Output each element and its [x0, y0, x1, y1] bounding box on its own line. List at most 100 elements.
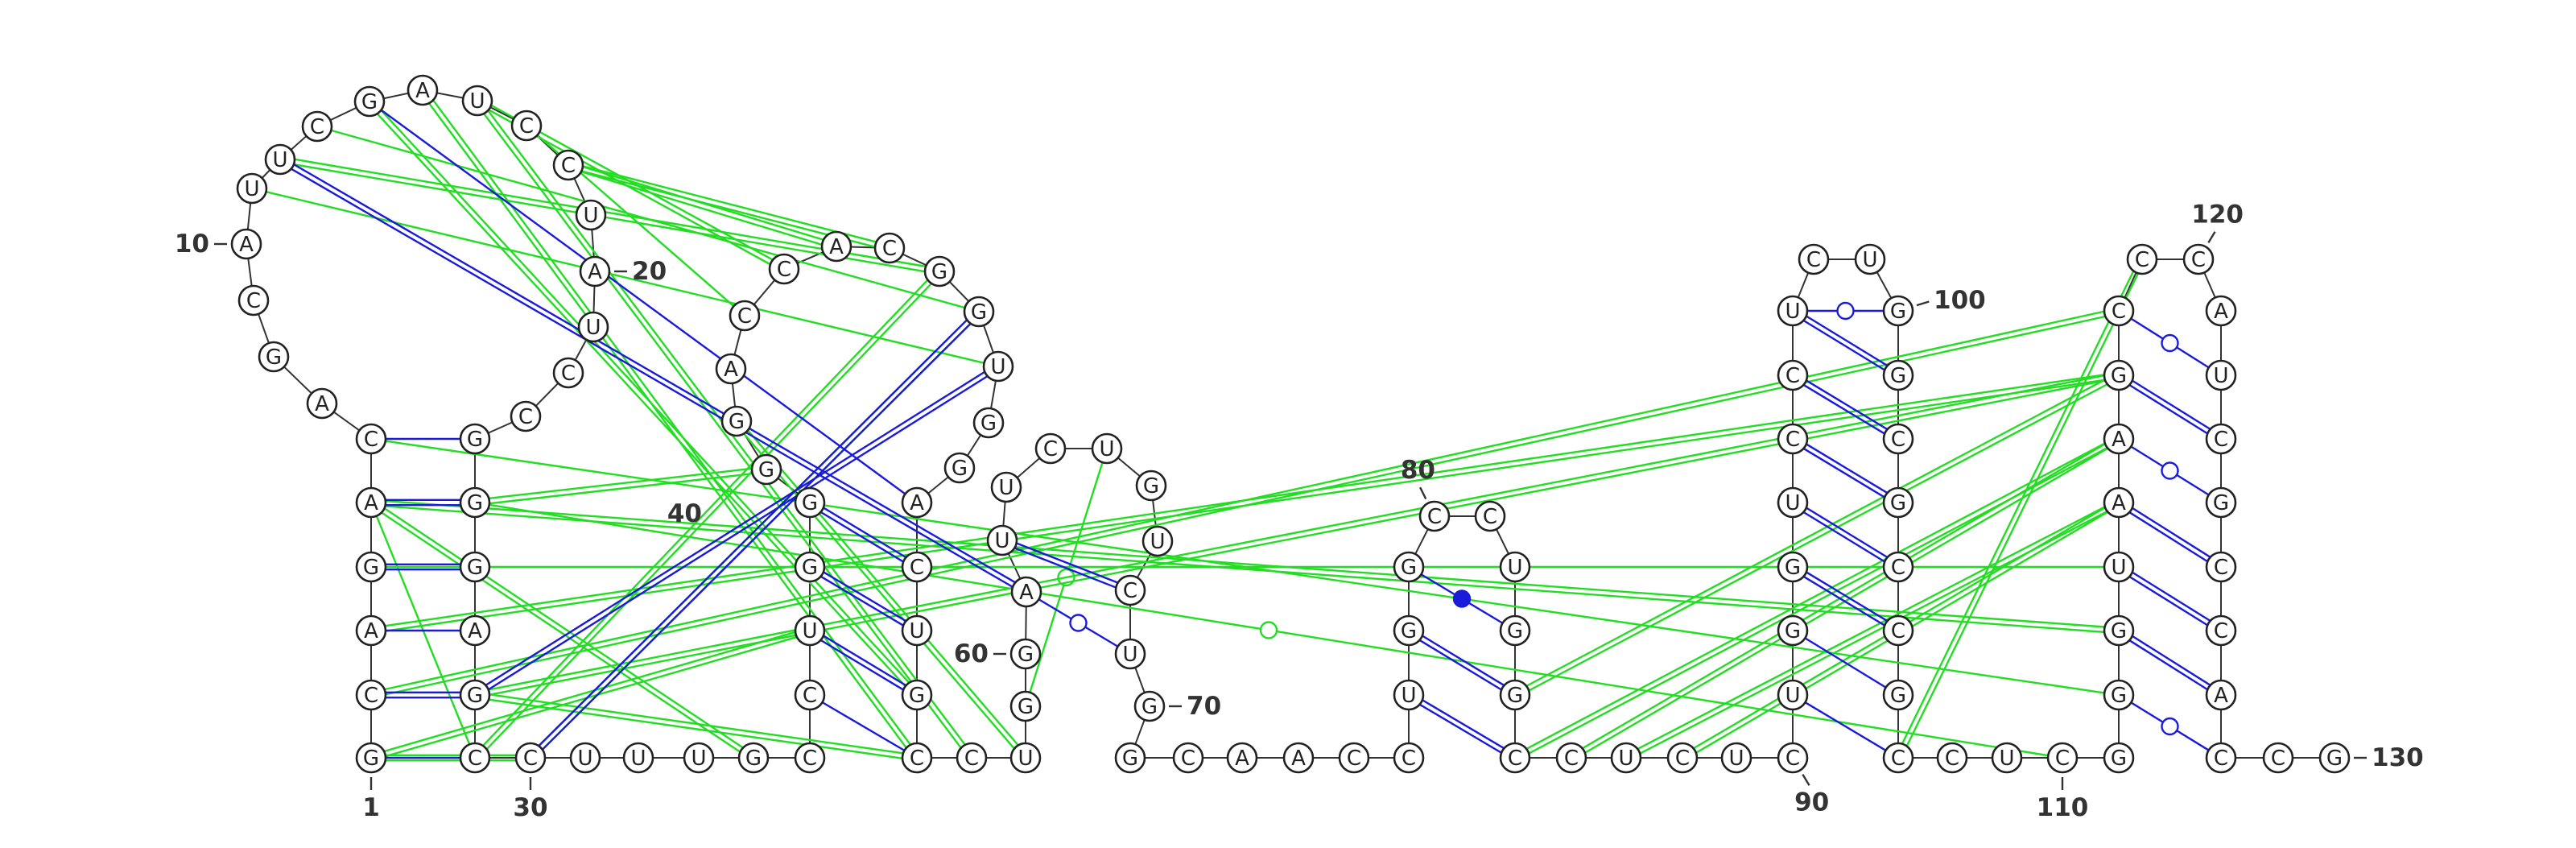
alt-pair-85-116 — [1525, 442, 2108, 755]
pair-61-69 — [1038, 598, 1119, 647]
alt-pair-12-47 — [294, 158, 926, 273]
svg-text:G: G — [467, 491, 483, 515]
nucleotide-77: U — [1393, 679, 1425, 711]
position-label-100: 100 — [1916, 286, 1986, 315]
nucleotide-60: G — [1009, 638, 1042, 670]
svg-text:U: U — [1122, 643, 1137, 667]
nucleotide-14: G — [353, 85, 386, 118]
alt-pair-18-45 — [580, 166, 824, 246]
pair-91-107 — [1804, 701, 1887, 751]
nucleotide-99: U — [1854, 243, 1886, 275]
nucleotide-23: C — [510, 400, 542, 432]
svg-text:G: G — [363, 556, 379, 580]
svg-text:C: C — [910, 556, 924, 580]
nucleotide-78: G — [1393, 614, 1425, 647]
svg-text:C: C — [1891, 747, 1905, 771]
svg-text:G: G — [1890, 300, 1906, 324]
nucleotide-113: G — [2103, 614, 2135, 647]
nucleotide-41: G — [720, 405, 753, 437]
svg-text:C: C — [2214, 428, 2228, 452]
svg-text:A: A — [315, 392, 329, 416]
svg-text:C: C — [1181, 747, 1195, 771]
svg-text:A: A — [2214, 300, 2228, 324]
nucleotide-94: U — [1777, 486, 1809, 519]
svg-text:G: G — [361, 90, 378, 114]
nucleotide-40: G — [750, 453, 782, 486]
nucleotide-75: C — [1338, 742, 1370, 774]
position-label-60: 60 — [954, 639, 1006, 668]
nucleotide-27: A — [459, 614, 491, 647]
svg-text:G: G — [1143, 474, 1159, 498]
svg-text:G: G — [1507, 619, 1523, 643]
nucleotide-25: G — [459, 486, 491, 519]
nucleotide-38: G — [794, 551, 826, 583]
nucleotide-52: A — [901, 486, 933, 519]
nucleotide-86: C — [1555, 742, 1587, 774]
svg-text:U: U — [1507, 556, 1522, 580]
alt-pair-5-34 — [381, 507, 744, 753]
svg-text:U: U — [1018, 747, 1033, 771]
svg-text:C: C — [737, 304, 752, 329]
alt-pair-3-117 — [385, 374, 2105, 632]
nucleotide-32: U — [622, 742, 654, 774]
nucleotide-109: U — [1991, 742, 2023, 774]
nucleotide-66: G — [1135, 470, 1167, 502]
svg-text:C: C — [1891, 556, 1905, 580]
svg-text:G: G — [2213, 491, 2229, 515]
svg-text:U: U — [630, 747, 646, 771]
nucleotide-107: C — [1882, 742, 1914, 774]
nucleotide-29: C — [459, 742, 491, 774]
svg-text:90: 90 — [1794, 788, 1829, 817]
nucleotide-13: C — [301, 110, 333, 143]
nucleotide-69: U — [1114, 638, 1146, 670]
nucleotide-122: U — [2205, 359, 2237, 391]
nucleotide-88: C — [1666, 742, 1699, 774]
nucleotide-100: G — [1882, 295, 1914, 327]
nucleotide-114: U — [2103, 551, 2135, 583]
svg-text:C: C — [518, 405, 533, 429]
nucleotide-79: G — [1393, 551, 1425, 583]
svg-text:A: A — [415, 79, 430, 103]
pair-115-125 — [2128, 507, 2211, 563]
svg-text:G: G — [952, 457, 968, 481]
position-label-40: 40 — [667, 499, 702, 528]
pair-14-52 — [380, 109, 906, 495]
nucleotide-70: G — [1133, 690, 1166, 722]
nucleotide-97: U — [1777, 295, 1809, 327]
nucleotide-30: C — [514, 742, 547, 774]
svg-text:U: U — [1150, 530, 1165, 554]
pair-97-101 — [1803, 315, 1888, 371]
nucleotide-105: C — [1882, 614, 1914, 647]
svg-text:C: C — [2214, 747, 2228, 771]
pair-39-53 — [820, 507, 906, 563]
svg-text:G: G — [745, 747, 762, 771]
svg-text:C: C — [2135, 248, 2149, 272]
nucleotide-57: C — [956, 742, 988, 774]
nucleotide-130: G — [2318, 742, 2351, 774]
svg-text:C: C — [2191, 248, 2206, 272]
nucleotide-65: U — [1091, 432, 1123, 465]
nucleotide-18: C — [552, 149, 584, 181]
pair-77-85 — [1419, 699, 1505, 754]
position-label-80: 80 — [1401, 456, 1435, 500]
nucleotide-33: U — [683, 742, 715, 774]
svg-text:G: G — [2326, 747, 2343, 771]
svg-text:G: G — [1018, 643, 1034, 667]
svg-text:G: G — [266, 345, 282, 370]
svg-text:1: 1 — [362, 793, 380, 822]
nucleotide-104: C — [1882, 551, 1914, 583]
svg-text:C: C — [910, 747, 924, 771]
nucleotide-80: C — [1418, 500, 1451, 532]
nucleotide-89: U — [1720, 742, 1752, 774]
nucleotide-4: G — [355, 551, 387, 583]
svg-text:G: G — [363, 747, 379, 771]
svg-text:A: A — [1019, 581, 1034, 605]
nucleotide-111: G — [2103, 742, 2135, 774]
pair-79-83 — [1420, 573, 1504, 624]
svg-text:120: 120 — [2191, 201, 2244, 230]
nucleotide-102: C — [1882, 423, 1914, 455]
nucleotide-43: C — [729, 300, 761, 332]
pair-38-54 — [820, 571, 906, 627]
